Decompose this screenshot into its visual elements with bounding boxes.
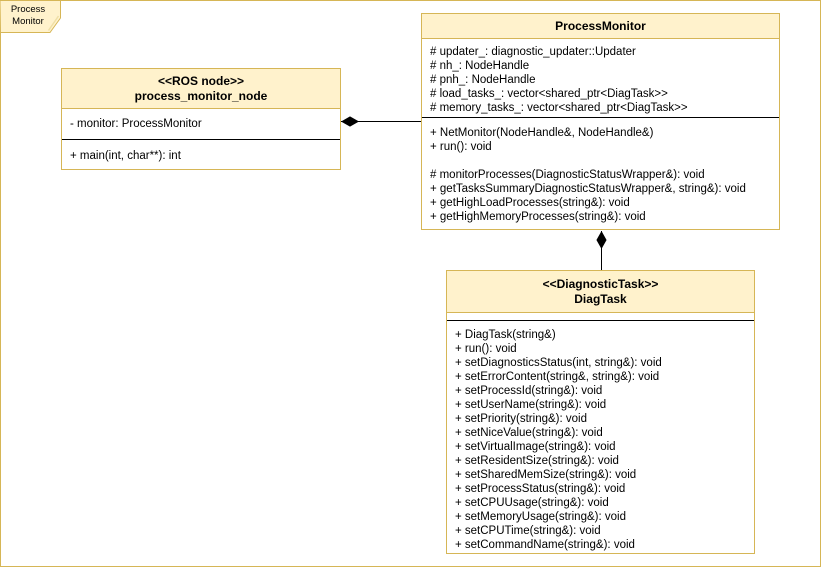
method-row: + getHighMemoryProcesses(string&): void — [430, 211, 646, 223]
attribute-row: # nh_: NodeHandle — [430, 60, 530, 72]
method-row: + main(int, char**): int — [70, 150, 181, 162]
composition-diamond-icon — [596, 230, 607, 250]
method-row: + setProcessId(string&): void — [455, 385, 603, 397]
folder-tab-icon — [0, 0, 61, 33]
composition-diamond-icon — [340, 116, 360, 127]
method-row: + setCPUUsage(string&): void — [455, 497, 609, 509]
class-name: DiagTask — [574, 291, 627, 306]
attributes-compartment: # updater_: diagnostic_updater::Updater#… — [422, 39, 779, 117]
methods-compartment: + NetMonitor(NodeHandle&, NodeHandle&) + … — [422, 118, 779, 224]
class-box-process-monitor-node[interactable]: <<ROS node>> process_monitor_node - moni… — [61, 68, 341, 170]
attribute-row: # memory_tasks_: vector<shared_ptr<DiagT… — [430, 102, 688, 114]
method-row: # monitorProcesses(DiagnosticStatusWrapp… — [430, 169, 705, 181]
diagram-tab[interactable]: Process Monitor — [0, 0, 64, 35]
section-divider — [62, 139, 340, 140]
method-row: + setNiceValue(string&): void — [455, 427, 603, 439]
composition-edge-processmonitor-to-diagtask[interactable] — [596, 230, 607, 270]
class-box-diag-task[interactable]: <<DiagnosticTask>> DiagTask + DiagTask(s… — [446, 270, 755, 554]
method-row: + run(): void — [430, 141, 492, 153]
method-row: + NetMonitor(NodeHandle&, NodeHandle&) — [430, 127, 654, 139]
method-row: + setVirtualImage(string&): void — [455, 441, 616, 453]
class-header: ProcessMonitor — [422, 14, 779, 39]
method-row — [430, 154, 779, 168]
method-row: + setCommandName(string&): void — [455, 539, 635, 551]
method-row: + setMemoryUsage(string&): void — [455, 511, 626, 523]
method-row: + getHighLoadProcesses(string&): void — [430, 197, 630, 209]
attribute-row: - monitor: ProcessMonitor — [70, 118, 202, 130]
method-row: + setErrorContent(string&, string&): voi… — [455, 371, 660, 383]
method-row: + setPriority(string&): void — [455, 413, 587, 425]
composition-edge-node-to-processmonitor[interactable] — [340, 116, 421, 127]
class-header: <<ROS node>> process_monitor_node — [62, 69, 340, 109]
attribute-row: # updater_: diagnostic_updater::Updater — [430, 46, 636, 58]
section-divider — [422, 117, 779, 118]
attribute-row: # pnh_: NodeHandle — [430, 74, 536, 86]
class-header: <<DiagnosticTask>> DiagTask — [447, 271, 754, 313]
method-row: + DiagTask(string&) — [455, 329, 556, 341]
attributes-compartment: - monitor: ProcessMonitor — [62, 109, 340, 139]
class-box-process-monitor[interactable]: ProcessMonitor # updater_: diagnostic_up… — [421, 13, 780, 230]
method-row: + getTasksSummaryDiagnosticStatusWrapper… — [430, 183, 746, 195]
method-row: + setSharedMemSize(string&): void — [455, 469, 637, 481]
method-row: + setResidentSize(string&): void — [455, 455, 619, 467]
class-stereotype: <<ROS node>> — [157, 73, 245, 88]
method-row: + setProcessStatus(string&): void — [455, 483, 626, 495]
method-row: + setDiagnosticsStatus(int, string&): vo… — [455, 357, 662, 369]
section-divider — [447, 320, 754, 321]
class-name: ProcessMonitor — [555, 19, 646, 33]
method-row: + setUserName(string&): void — [455, 399, 607, 411]
attribute-row: # load_tasks_: vector<shared_ptr<DiagTas… — [430, 88, 668, 100]
methods-compartment: + DiagTask(string&) + run(): void + setDia… — [447, 321, 754, 552]
method-row: + run(): void — [455, 343, 517, 355]
diagram-tab-label: Process Monitor — [10, 4, 46, 27]
attributes-compartment — [447, 313, 754, 320]
class-stereotype: <<DiagnosticTask>> — [542, 276, 659, 291]
methods-compartment: + main(int, char**): int — [62, 140, 340, 163]
method-row: + setCPUTime(string&): void — [455, 525, 601, 537]
class-name: process_monitor_node — [134, 88, 268, 103]
